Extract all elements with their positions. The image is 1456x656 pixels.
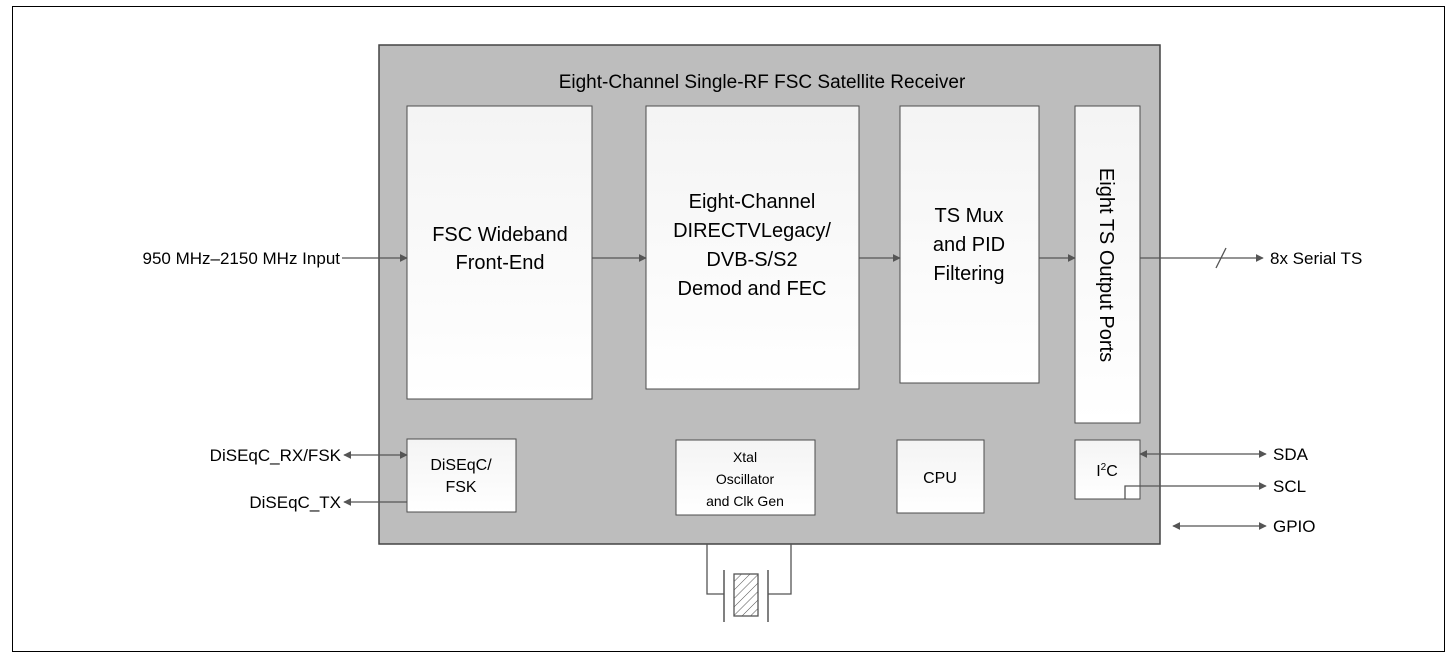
scl-label: SCL [1273, 477, 1306, 496]
tsmux-label-line3: Filtering [933, 263, 1004, 285]
demod-label-line4: Demod and FEC [678, 278, 827, 300]
gpio-label: GPIO [1273, 517, 1316, 536]
diseqc-block: DiSEqC/ FSK [406, 438, 517, 513]
bus-slash [1215, 247, 1227, 269]
scl-arrow [1124, 482, 1267, 499]
demod-block: Eight-Channel DIRECTVLegacy/ DVB-S/S2 De… [645, 105, 860, 390]
cpu-block: CPU [896, 439, 985, 514]
xtal-block: Xtal Oscillator and Clk Gen [675, 439, 816, 516]
output-ports-label: Eight TS Output Ports [1095, 168, 1117, 362]
i2c-block: I2C [1074, 439, 1141, 500]
chip-title: Eight-Channel Single-RF FSC Satellite Re… [559, 72, 966, 93]
diseqc-tx-label: DiSEqC_TX [249, 493, 341, 512]
frontend-label-line1: FSC Wideband [432, 224, 568, 246]
crystal-icon [706, 544, 792, 622]
xtal-label-line1: Xtal [733, 449, 757, 465]
frontend-block: FSC Wideband Front-End [406, 105, 593, 400]
diseqc-label-line1: DiSEqC/ [430, 457, 492, 474]
sda-label: SDA [1273, 445, 1309, 464]
demod-label-line2: DIRECTVLegacy/ [673, 220, 831, 242]
i2c-label: I2C [1096, 462, 1118, 480]
xtal-label-line2: Oscillator [716, 471, 775, 487]
diseqc-rx-label: DiSEqC_RX/FSK [210, 446, 342, 465]
diagram-frame [12, 6, 1445, 652]
cpu-label: CPU [923, 470, 957, 487]
rf-input-label: 950 MHz–2150 MHz Input [143, 249, 341, 268]
demod-label-line3: DVB-S/S2 [706, 249, 797, 271]
serial-ts-label: 8x Serial TS [1270, 249, 1362, 268]
xtal-label-line3: and Clk Gen [706, 493, 784, 509]
tsmux-label-line1: TS Mux [935, 205, 1004, 227]
tsmux-block: TS Mux and PID Filtering [899, 105, 1040, 384]
tsmux-label-line2: and PID [933, 234, 1005, 256]
diseqc-label-line2: FSK [445, 479, 476, 496]
output-ports-block: Eight TS Output Ports [1074, 105, 1141, 424]
demod-label-line1: Eight-Channel [689, 191, 816, 213]
frontend-label-line2: Front-End [456, 252, 545, 274]
